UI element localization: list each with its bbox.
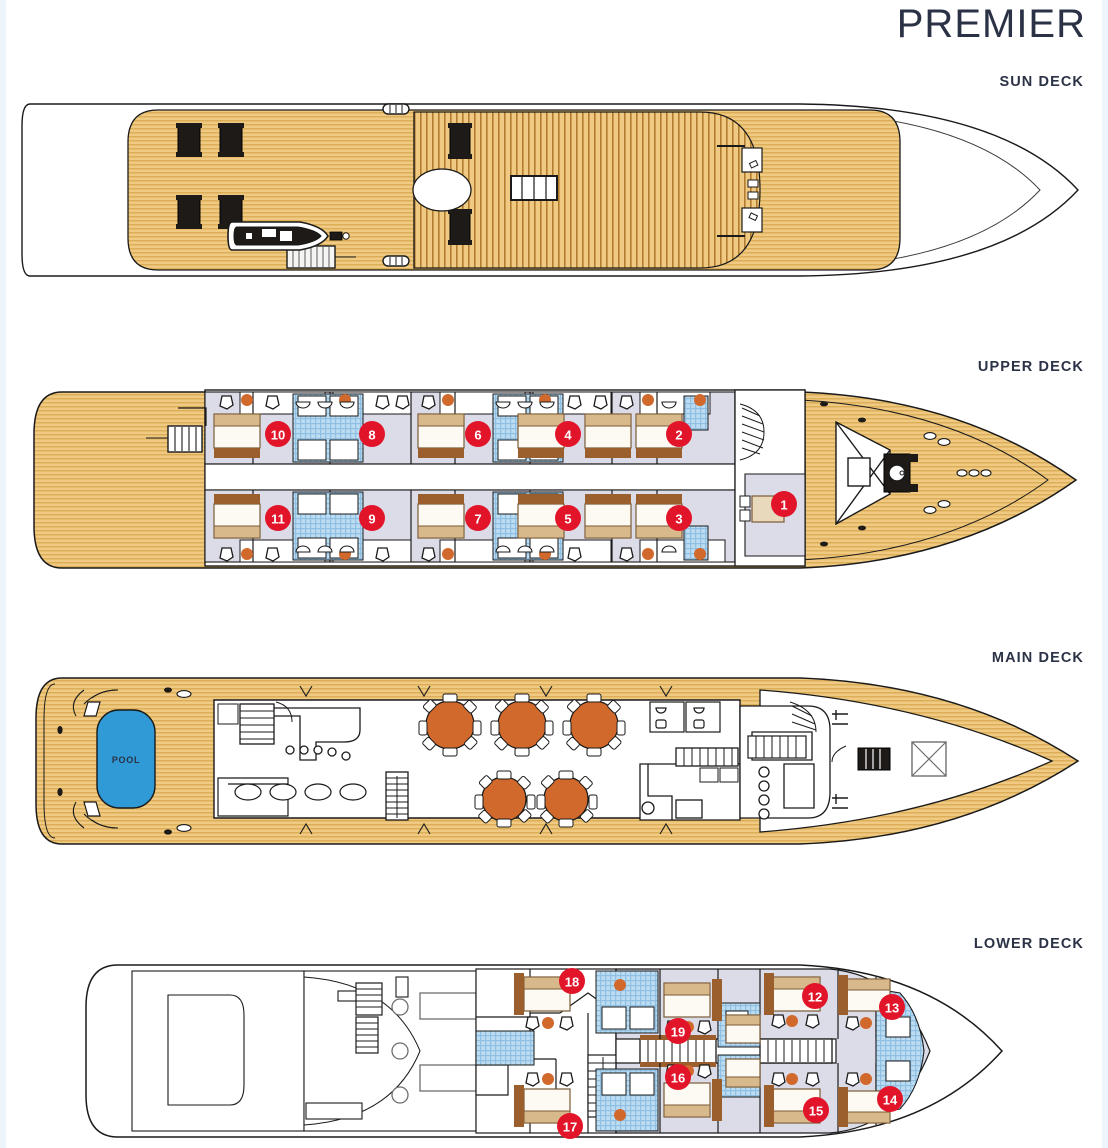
main-deck-plan: POOL (0, 668, 1108, 853)
cabin-badge-15[interactable]: 15 (803, 1097, 829, 1123)
forward-lounge (734, 389, 806, 567)
skylight (412, 168, 472, 212)
svg-text:12: 12 (808, 990, 822, 1005)
cabin-badge-10[interactable]: 10 (265, 421, 291, 447)
bar-counter (271, 707, 361, 761)
deck-railing (299, 685, 673, 835)
lounge-sofa (217, 777, 367, 817)
deck-bench (286, 245, 356, 269)
sun-deck-shaded-lounge (413, 111, 761, 269)
svg-text:6: 6 (474, 428, 481, 443)
svg-text:3: 3 (675, 512, 682, 527)
cabin-badge-12[interactable]: 12 (802, 983, 828, 1009)
corridor (204, 463, 806, 491)
pool (96, 709, 156, 809)
bow-windlass (883, 453, 918, 493)
stairs-aft (146, 407, 207, 453)
svg-text:5: 5 (564, 512, 571, 527)
svg-text:14: 14 (883, 1093, 898, 1108)
stairs-corridor-lower-2 (759, 1038, 833, 1064)
sun-lounger (448, 209, 472, 245)
deck-vent (382, 255, 410, 267)
bow-deck (759, 689, 1054, 833)
bow-rail-fitting (832, 710, 848, 809)
svg-text:15: 15 (809, 1104, 823, 1119)
cabin-badge-11[interactable]: 11 (265, 505, 291, 531)
machinery (391, 992, 477, 1104)
deck-label-lower: LOWER DECK (973, 936, 1084, 952)
cabin-bed (213, 494, 683, 539)
crew-wc (649, 701, 721, 733)
pool-label: POOL (112, 755, 140, 765)
cabin-badge-18[interactable]: 18 (559, 968, 585, 994)
bow-mast (835, 420, 891, 526)
bow-cleat (923, 432, 992, 514)
sun-lounger (176, 195, 202, 229)
cabin-badge-14[interactable]: 14 (877, 1086, 903, 1112)
bow-sofa (717, 145, 763, 237)
stairs-salon-aft (217, 701, 293, 745)
svg-text:8: 8 (368, 428, 375, 443)
tender-boat (227, 221, 350, 251)
dining-table (418, 693, 626, 828)
sun-deck-plan (0, 96, 1108, 286)
cabin-badge-2[interactable]: 2 (666, 421, 692, 447)
deck-hatch (510, 175, 558, 201)
cabin-badge-19[interactable]: 19 (665, 1018, 691, 1044)
engine-room (131, 970, 305, 1132)
deck-bollard (57, 687, 172, 835)
svg-text:18: 18 (565, 975, 579, 990)
cabin-badge-3[interactable]: 3 (666, 505, 692, 531)
page-edge-right (1102, 0, 1108, 1148)
sun-lounger (448, 123, 472, 159)
cabin-badge-16[interactable]: 16 (665, 1064, 691, 1090)
cabin-badge-6[interactable]: 6 (465, 421, 491, 447)
svg-text:7: 7 (474, 512, 481, 527)
svg-text:11: 11 (271, 512, 285, 527)
upper-deck-plan: 10 8 6 4 2 11 9 7 5 3 1 (0, 378, 1108, 578)
sun-lounger (218, 123, 244, 157)
pool-step (83, 701, 101, 817)
svg-text:16: 16 (671, 1071, 685, 1086)
stairs-forward (747, 735, 807, 759)
svg-text:1: 1 (780, 498, 787, 513)
cabin-badge-1[interactable]: 1 (771, 491, 797, 517)
cabin-badge-5[interactable]: 5 (555, 505, 581, 531)
page-edge-left (0, 0, 6, 1148)
bathroom-fixture (295, 401, 677, 553)
cabin-badge-7[interactable]: 7 (465, 505, 491, 531)
cabin-badge-9[interactable]: 9 (359, 505, 385, 531)
sun-lounger (176, 123, 202, 157)
stairs-mid (385, 771, 409, 821)
svg-text:9: 9 (368, 512, 375, 527)
bow-hatch (831, 745, 891, 771)
deck-label-upper: UPPER DECK (977, 359, 1084, 375)
deck-cleat (176, 690, 192, 832)
deck-label-sun: SUN DECK (999, 74, 1084, 90)
cabin-badge-8[interactable]: 8 (359, 421, 385, 447)
deck-label-main: MAIN DECK (991, 650, 1084, 666)
stairs-galley (675, 747, 739, 783)
deck-vent (382, 103, 410, 115)
stairs-crew (355, 982, 383, 1054)
page-title: PREMIER (896, 2, 1086, 46)
svg-text:17: 17 (563, 1120, 577, 1135)
svg-text:13: 13 (885, 1001, 899, 1016)
cabin-badge-13[interactable]: 13 (879, 994, 905, 1020)
deck-chair (219, 395, 634, 562)
svg-text:4: 4 (564, 428, 572, 443)
svg-text:19: 19 (671, 1025, 685, 1040)
cabin-badge-4[interactable]: 4 (555, 421, 581, 447)
cabin-badge-17[interactable]: 17 (557, 1113, 583, 1139)
svg-text:10: 10 (271, 428, 285, 443)
stairs-bridge (789, 701, 817, 733)
forward-service (739, 705, 831, 820)
bow-locker (911, 741, 947, 777)
lower-deck-plan: 18 19 12 13 16 17 15 14 (0, 955, 1108, 1148)
svg-text:2: 2 (675, 428, 682, 443)
